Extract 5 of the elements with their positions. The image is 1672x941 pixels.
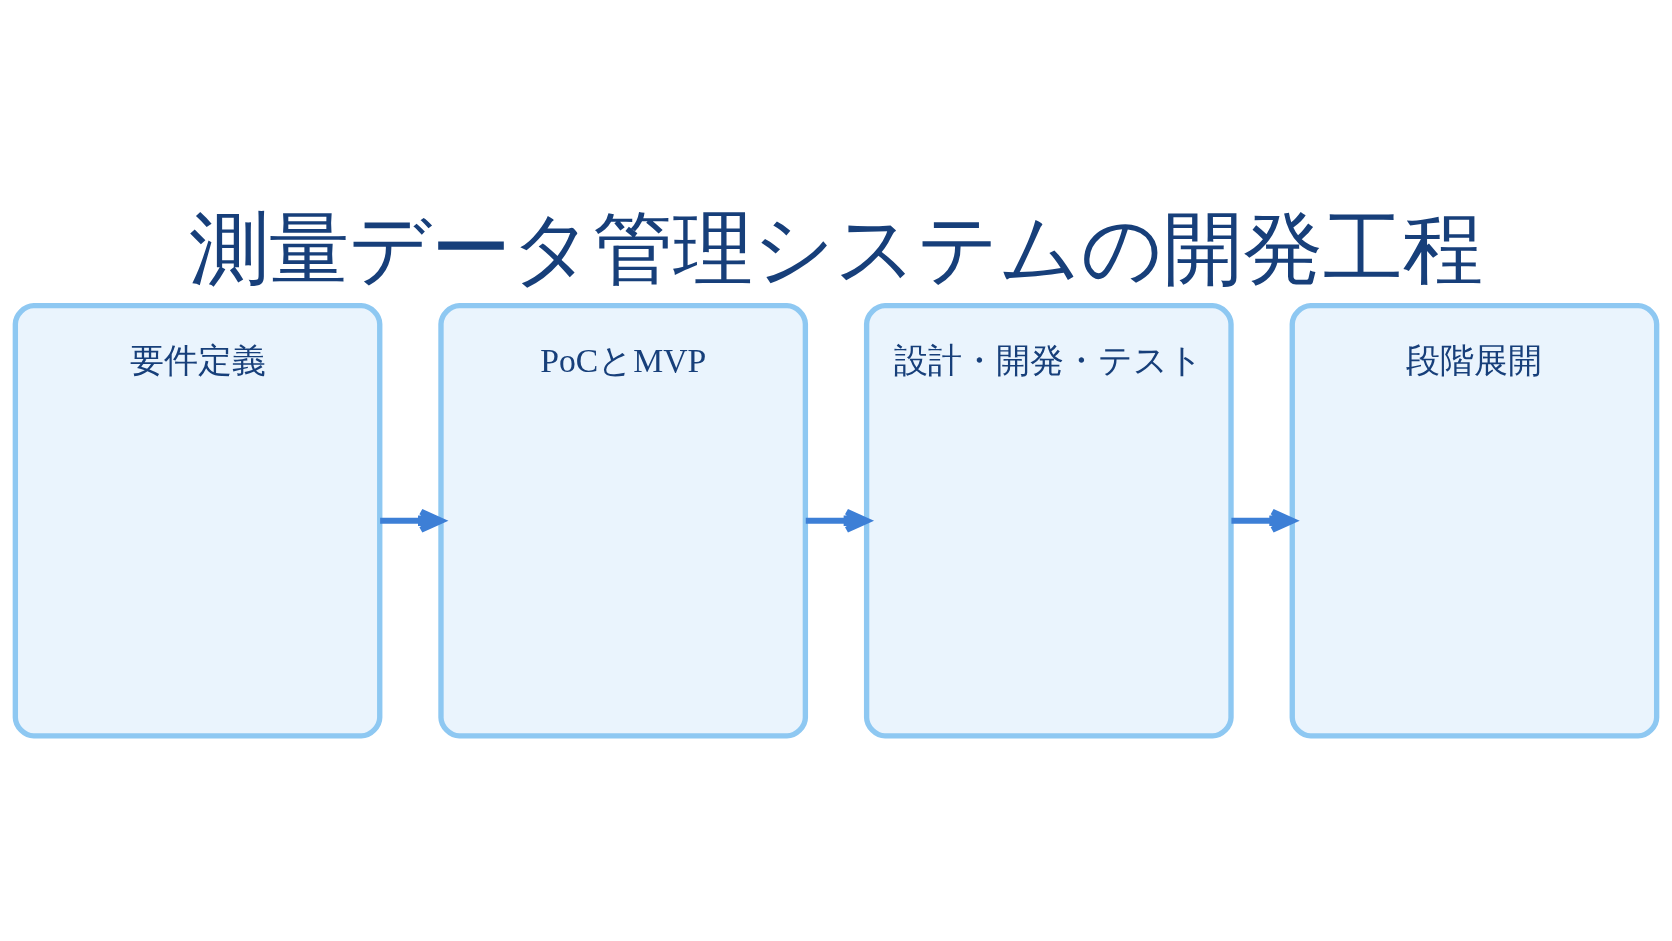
node-box: 要件定義 (12, 302, 383, 739)
node-box: 設計・開発・テスト (863, 302, 1234, 739)
node-box: 段階展開 (1289, 302, 1660, 739)
diagram-title: 測量データ管理システムの開発工程 (189, 201, 1483, 295)
node-box: PoCとMVP (438, 302, 809, 739)
